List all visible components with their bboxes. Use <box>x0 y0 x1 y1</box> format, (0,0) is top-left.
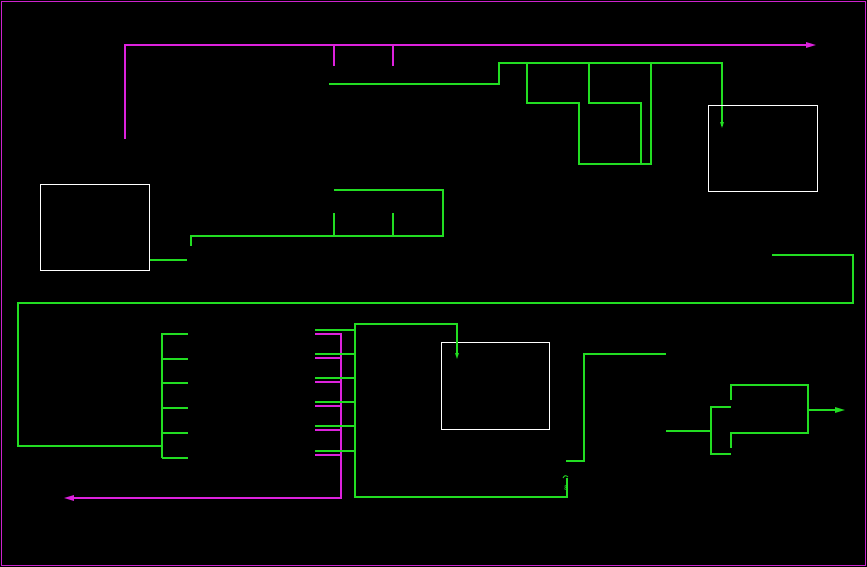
block-center <box>441 342 550 430</box>
green-middle-network <box>150 189 444 261</box>
small-mark-label: 8 <box>564 484 568 492</box>
arrowhead-bottom-left <box>64 495 74 501</box>
arrowhead-into-top-right-block <box>720 122 724 128</box>
center-comb <box>64 323 568 501</box>
green-left-comb <box>161 333 188 459</box>
block-top-right <box>708 105 818 192</box>
green-top-network <box>329 62 724 165</box>
block-left <box>40 184 150 271</box>
magenta-top-feed <box>124 42 816 139</box>
small-hook-mark <box>562 475 569 479</box>
green-main-loop <box>17 254 854 447</box>
arrowhead-right-output <box>835 407 845 413</box>
green-right-network <box>566 353 845 462</box>
arrowhead-into-center-block <box>455 353 459 359</box>
arrowhead-top-right <box>806 42 816 48</box>
